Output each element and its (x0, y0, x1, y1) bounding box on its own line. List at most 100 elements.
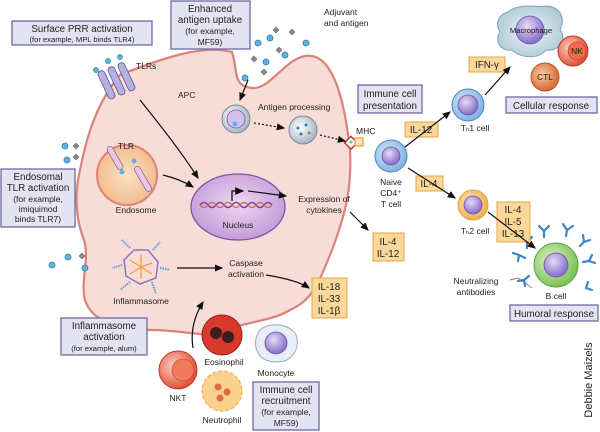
svg-text:Immune cell: Immune cell (364, 89, 417, 100)
label-activation: activation (228, 269, 264, 279)
svg-text:IL-12: IL-12 (377, 249, 399, 260)
svg-text:(for example,: (for example, (13, 194, 63, 204)
label-antibodies: antibodies (457, 287, 496, 297)
svg-text:(for example, alum): (for example, alum) (71, 344, 137, 353)
svg-text:IL-4: IL-4 (380, 237, 397, 248)
label-and-antigen: and antigen (324, 18, 369, 28)
cytokine-ifn-gamma: IFN-γ (468, 56, 506, 73)
label-mhc: MHC (356, 126, 375, 136)
endosome (96, 144, 158, 206)
label-cd4: CD4⁺ (380, 188, 402, 198)
label-b-cell: B cell (546, 291, 567, 301)
label-expression-of: Expression of (298, 194, 350, 204)
box-surface-prr-activation: Surface PRR activation (for example, MPL… (11, 20, 153, 46)
antibody-pointer (509, 277, 533, 289)
cellular-response-box: Cellular response (505, 96, 598, 114)
svg-text:IL-33: IL-33 (318, 294, 341, 305)
th2-cell (457, 189, 489, 221)
cytokine-inflammasome-output: IL-18 IL-33 IL-1β (311, 277, 348, 319)
svg-text:(for example,: (for example, (261, 407, 311, 417)
humoral-response-box: Humoral response (509, 304, 599, 322)
label-macrophage: Macrophage (510, 26, 552, 35)
mhc-complex (343, 135, 364, 151)
label-neutralizing: Neutralizing (454, 276, 499, 286)
pathway-arrows (139, 66, 536, 349)
svg-text:presentation: presentation (363, 101, 417, 112)
svg-text:(for example, MPL binds TLR4): (for example, MPL binds TLR4) (29, 35, 135, 44)
label-tlr: TLR (118, 141, 134, 151)
svg-text:Immune cell: Immune cell (260, 385, 313, 396)
label-nucleus: Nucleus (223, 220, 254, 230)
svg-text:IFN-γ: IFN-γ (475, 60, 499, 71)
nk-cell (557, 35, 589, 67)
antibodies (511, 222, 597, 292)
label-nkt: NKT (170, 393, 187, 403)
b-cell (533, 242, 579, 288)
eosinophil (201, 314, 243, 356)
svg-text:IL-4: IL-4 (421, 179, 438, 190)
nkt-cell (158, 350, 198, 390)
svg-text:Humoral response: Humoral response (514, 309, 595, 320)
box-immune-cell-presentation: Immune cell presentation (357, 84, 423, 114)
label-th2-cell: Tₕ2 cell (461, 226, 490, 236)
svg-text:activation: activation (83, 332, 124, 343)
label-tlrs: TLRs (136, 61, 156, 71)
svg-text:IL-13: IL-13 (502, 229, 525, 240)
label-th1-cell: Tₕ1 cell (461, 123, 490, 133)
svg-text:MF59): MF59) (274, 418, 299, 428)
label-cytokines: cytokines (306, 205, 341, 215)
monocyte (255, 324, 298, 363)
svg-text:IL-4: IL-4 (505, 205, 522, 216)
label-adjuvant: Adjuvant (324, 7, 358, 17)
svg-text:Inflammasome: Inflammasome (72, 321, 137, 332)
svg-text:TLR activation: TLR activation (7, 183, 70, 194)
label-inflammasome: Inflammasome (113, 296, 169, 306)
cytokine-il12: IL-12 (404, 121, 439, 138)
svg-text:IL-5: IL-5 (505, 217, 522, 228)
adjuvant-particles (48, 34, 310, 272)
svg-text:binds TLR7): binds TLR7) (15, 214, 61, 224)
box-inflammasome-activation: Inflammasome activation (for example, al… (60, 317, 148, 356)
label-eosinophil: Eosinophil (204, 357, 243, 367)
surface-tlrs (93, 54, 136, 100)
svg-text:Enhanced: Enhanced (188, 4, 232, 15)
ctl-cell (530, 62, 560, 92)
cytokine-apc-output: IL-4 IL-12 (372, 232, 405, 262)
nucleus (190, 173, 286, 241)
naive-cd4-t-cell (374, 139, 408, 173)
antigen-vesicle (221, 104, 251, 134)
svg-text:Cellular response: Cellular response (513, 101, 590, 112)
label-antigen-processing: Antigen processing (258, 102, 331, 112)
label-monocyte: Monocyte (258, 368, 295, 378)
illustrator-credit: Debbie Maizels (583, 342, 595, 418)
inflammasome (111, 239, 171, 295)
cytokine-th2-output: IL-4 IL-5 IL-13 (496, 201, 531, 243)
box-enhanced-antigen-uptake: Enhanced antigen uptake (for example, MF… (170, 0, 251, 50)
label-ctl: CTL (537, 72, 553, 82)
cytokine-il4: IL-4 (415, 175, 444, 192)
svg-text:MF59): MF59) (198, 37, 223, 47)
neutrophil (201, 370, 243, 412)
box-endosomal-tlr-activation: Endosomal TLR activation (for example, i… (0, 168, 76, 228)
label-endosome: Endosome (116, 205, 157, 215)
antigen-particles (72, 26, 296, 260)
label-neutrophil: Neutrophil (203, 415, 242, 425)
svg-text:antigen uptake: antigen uptake (178, 15, 243, 26)
svg-text:(for example,: (for example, (185, 26, 235, 36)
svg-text:IL-12: IL-12 (410, 125, 432, 136)
box-immune-cell-recruitment: Immune cell recruitment (for example, MF… (252, 381, 320, 431)
label-naive: Naive (380, 177, 402, 187)
label-caspase: Caspase (229, 258, 263, 268)
svg-text:IL-1β: IL-1β (318, 306, 341, 317)
th1-cell (451, 88, 485, 122)
svg-text:imiquimod: imiquimod (19, 204, 58, 214)
processing-vesicle (288, 115, 318, 145)
svg-text:Endosomal: Endosomal (13, 172, 62, 183)
label-t-cell: T cell (381, 199, 401, 209)
label-nk: NK (571, 46, 583, 56)
svg-text:Surface PRR activation: Surface PRR activation (31, 24, 132, 35)
label-apc: APC (178, 90, 195, 100)
svg-text:recruitment: recruitment (262, 396, 311, 407)
macrophage (497, 5, 564, 58)
